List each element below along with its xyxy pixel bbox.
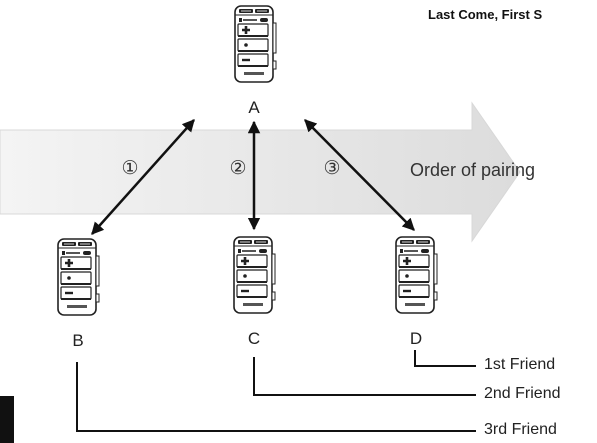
device-a	[233, 5, 278, 83]
friend-label-3rd: 3rd Friend	[484, 421, 557, 438]
device-b	[56, 238, 101, 316]
device-b-label: B	[72, 331, 84, 350]
leader-line-1st-friend	[414, 350, 476, 367]
device-a-label: A	[248, 98, 260, 117]
order-of-pairing-label: Order of pairing	[410, 160, 536, 180]
step-2-number: ②	[229, 157, 247, 179]
leader-line-2nd-friend	[253, 357, 476, 396]
step-3-number: ③	[323, 157, 341, 179]
page-title: Last Come, First S	[428, 7, 543, 22]
device-d	[394, 236, 439, 314]
device-c	[232, 236, 277, 314]
pairing-arrow-1	[91, 119, 195, 235]
step-1-number: ①	[121, 157, 139, 179]
device-c-label: C	[247, 329, 261, 348]
device-d-label: D	[409, 329, 423, 348]
leader-line-3rd-friend	[76, 362, 476, 432]
friend-label-1st: 1st Friend	[484, 356, 556, 373]
page-edge-tab	[0, 396, 14, 443]
friend-label-2nd: 2nd Friend	[484, 385, 561, 402]
pairing-arrow-3	[304, 119, 415, 231]
